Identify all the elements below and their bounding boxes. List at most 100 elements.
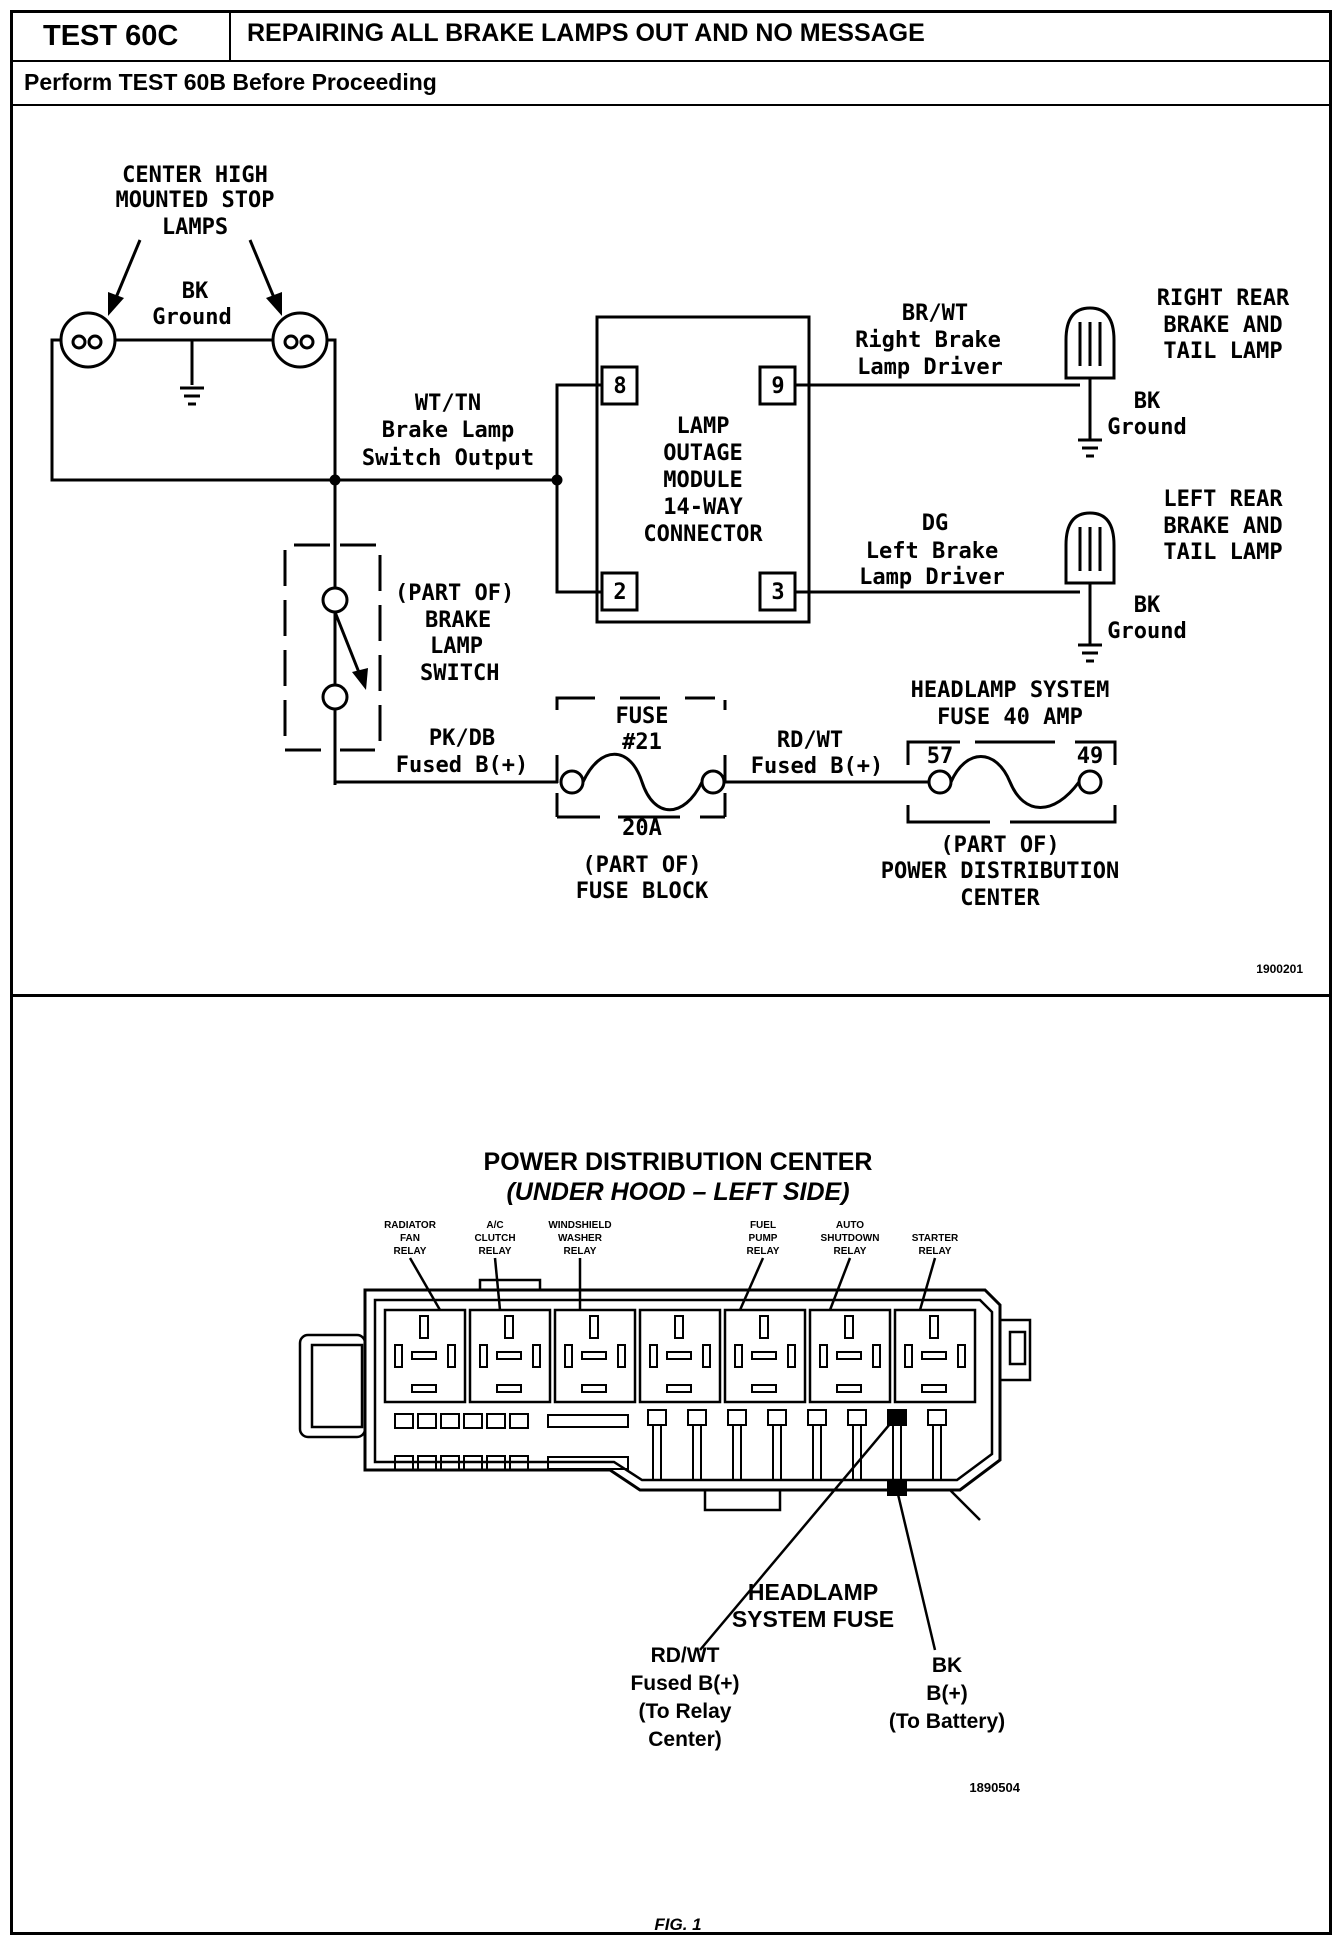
svg-text:(PART OF): (PART OF) xyxy=(940,833,1059,858)
svg-text:WT/TN: WT/TN xyxy=(415,391,481,416)
svg-text:CLUTCH: CLUTCH xyxy=(474,1233,515,1244)
bk-ground-left-label: BK Ground xyxy=(1107,593,1186,644)
svg-text:SYSTEM FUSE: SYSTEM FUSE xyxy=(732,1606,894,1632)
svg-text:RELAY: RELAY xyxy=(394,1246,427,1257)
svg-text:(To Battery): (To Battery) xyxy=(889,1710,1005,1733)
br-wt-label: BR/WT Right Brake Lamp Driver xyxy=(855,301,1003,380)
svg-text:BK: BK xyxy=(182,279,209,304)
svg-text:CENTER HIGH: CENTER HIGH xyxy=(122,163,268,188)
left-rear-label: LEFT REAR BRAKE AND TAIL LAMP xyxy=(1163,487,1283,565)
svg-text:Lamp Driver: Lamp Driver xyxy=(857,355,1003,380)
pk-db-label: PK/DB Fused B(+) xyxy=(396,726,528,778)
arrow-left-lamp xyxy=(113,239,142,301)
svg-text:FUSE 40 AMP: FUSE 40 AMP xyxy=(937,705,1083,730)
fuse21-label: FUSE #21 xyxy=(616,704,669,755)
svg-text:#21: #21 xyxy=(622,730,662,755)
svg-text:(PART OF): (PART OF) xyxy=(582,853,701,878)
relay-label-ac-clutch: A/C CLUTCH RELAY xyxy=(474,1220,515,1257)
svg-text:57: 57 xyxy=(927,744,954,769)
svg-text:Fused B(+): Fused B(+) xyxy=(396,753,528,778)
svg-text:A/C: A/C xyxy=(486,1220,503,1231)
svg-text:FUEL: FUEL xyxy=(750,1220,776,1231)
lamp-outage-module xyxy=(595,315,811,624)
dg-label: DG Left Brake Lamp Driver xyxy=(859,511,1005,590)
svg-text:OUTAGE: OUTAGE xyxy=(663,441,742,466)
svg-text:SHUTDOWN: SHUTDOWN xyxy=(821,1233,880,1244)
headlamp-fuse-label: HEADLAMP SYSTEM FUSE 40 AMP xyxy=(911,678,1110,730)
pdc-part-label: (PART OF) POWER DISTRIBUTION CENTER xyxy=(881,833,1119,911)
svg-text:Left Brake: Left Brake xyxy=(866,539,998,564)
svg-text:POWER DISTRIBUTION: POWER DISTRIBUTION xyxy=(881,859,1119,884)
wt-tn-label: WT/TN Brake Lamp Switch Output xyxy=(362,391,534,471)
svg-text:BRAKE AND: BRAKE AND xyxy=(1163,514,1282,539)
fuse21-rating: 20A xyxy=(622,816,662,841)
svg-text:BK: BK xyxy=(1134,593,1161,618)
svg-text:TAIL LAMP: TAIL LAMP xyxy=(1163,540,1282,565)
headlamp-system-fuse-label: HEADLAMP SYSTEM FUSE xyxy=(732,1579,894,1632)
relay-sockets xyxy=(383,1308,977,1404)
bk-battery-label: BK B(+) (To Battery) xyxy=(889,1654,1005,1733)
svg-text:8: 8 xyxy=(613,374,626,399)
headlamp-fuse-40a xyxy=(906,740,1117,824)
test-id: TEST 60C xyxy=(13,13,231,60)
svg-text:LAMP: LAMP xyxy=(677,414,730,439)
ground-symbol-top xyxy=(180,386,204,406)
svg-text:Center): Center) xyxy=(648,1728,722,1751)
fuse-block-label: (PART OF) FUSE BLOCK xyxy=(576,853,709,904)
svg-text:Brake Lamp: Brake Lamp xyxy=(382,418,514,443)
svg-text:RELAY: RELAY xyxy=(834,1246,867,1257)
svg-text:PUMP: PUMP xyxy=(749,1233,778,1244)
svg-text:RELAY: RELAY xyxy=(747,1246,780,1257)
svg-text:LAMPS: LAMPS xyxy=(162,215,228,240)
relay-label-windshield-washer: WINDSHIELD WASHER RELAY xyxy=(548,1220,611,1257)
ground-symbol-left xyxy=(1078,643,1102,663)
svg-text:STARTER: STARTER xyxy=(912,1233,959,1244)
relay-label-auto-shutdown: AUTO SHUTDOWN RELAY xyxy=(821,1220,880,1257)
svg-text:BRAKE: BRAKE xyxy=(425,608,491,633)
svg-text:Lamp Driver: Lamp Driver xyxy=(859,565,1005,590)
svg-text:BK: BK xyxy=(932,1654,962,1677)
svg-text:HEADLAMP SYSTEM: HEADLAMP SYSTEM xyxy=(911,678,1110,703)
figure-number-top: 1900201 xyxy=(1256,962,1303,976)
svg-text:49: 49 xyxy=(1077,744,1104,769)
svg-text:Right Brake: Right Brake xyxy=(855,328,1001,353)
brake-lamp-switch xyxy=(283,543,382,752)
figure-caption: FIG. 1 xyxy=(654,1915,701,1934)
svg-text:LEFT REAR: LEFT REAR xyxy=(1163,487,1283,512)
svg-text:BK: BK xyxy=(1134,389,1161,414)
section-divider xyxy=(10,994,1332,997)
svg-text:3: 3 xyxy=(771,580,784,605)
bk-ground-top-label: BK Ground xyxy=(152,279,231,330)
svg-text:Ground: Ground xyxy=(1107,619,1186,644)
chmsl-label: CENTER HIGH MOUNTED STOP LAMPS xyxy=(116,163,275,240)
svg-text:TAIL LAMP: TAIL LAMP xyxy=(1163,339,1282,364)
svg-text:PK/DB: PK/DB xyxy=(429,726,495,751)
relay-label-fuel-pump: FUEL PUMP RELAY xyxy=(747,1220,780,1257)
svg-text:FUSE: FUSE xyxy=(616,704,669,729)
svg-text:2: 2 xyxy=(613,580,626,605)
relay-label-radiator-fan: RADIATOR FAN RELAY xyxy=(384,1220,437,1257)
svg-text:DG: DG xyxy=(922,511,949,536)
maxi-fuses xyxy=(647,1409,947,1496)
figure-number-bottom: 1890504 xyxy=(969,1780,1020,1795)
svg-text:(To Relay: (To Relay xyxy=(639,1700,732,1723)
svg-text:MODULE: MODULE xyxy=(663,468,742,493)
svg-text:RD/WT: RD/WT xyxy=(777,728,843,753)
svg-text:Fused B(+): Fused B(+) xyxy=(630,1672,739,1695)
svg-text:B(+): B(+) xyxy=(926,1682,967,1705)
bk-callout xyxy=(895,1489,937,1651)
header-row xyxy=(10,10,1332,62)
svg-text:CONNECTOR: CONNECTOR xyxy=(643,522,763,547)
pdc-subtitle: (UNDER HOOD – LEFT SIDE) xyxy=(506,1178,849,1206)
svg-text:FUSE BLOCK: FUSE BLOCK xyxy=(576,879,709,904)
svg-text:RIGHT REAR: RIGHT REAR xyxy=(1157,286,1290,311)
svg-text:CENTER: CENTER xyxy=(960,886,1040,911)
svg-text:RADIATOR: RADIATOR xyxy=(384,1220,437,1231)
svg-text:WINDSHIELD: WINDSHIELD xyxy=(548,1220,611,1231)
page-frame xyxy=(10,10,1332,1935)
left-rear-lamp xyxy=(1064,511,1116,645)
svg-text:Ground: Ground xyxy=(152,305,231,330)
module-label: LAMP OUTAGE MODULE 14-WAY CONNECTOR xyxy=(643,414,763,547)
test-subtitle: Perform TEST 60B Before Proceeding xyxy=(10,62,1332,106)
